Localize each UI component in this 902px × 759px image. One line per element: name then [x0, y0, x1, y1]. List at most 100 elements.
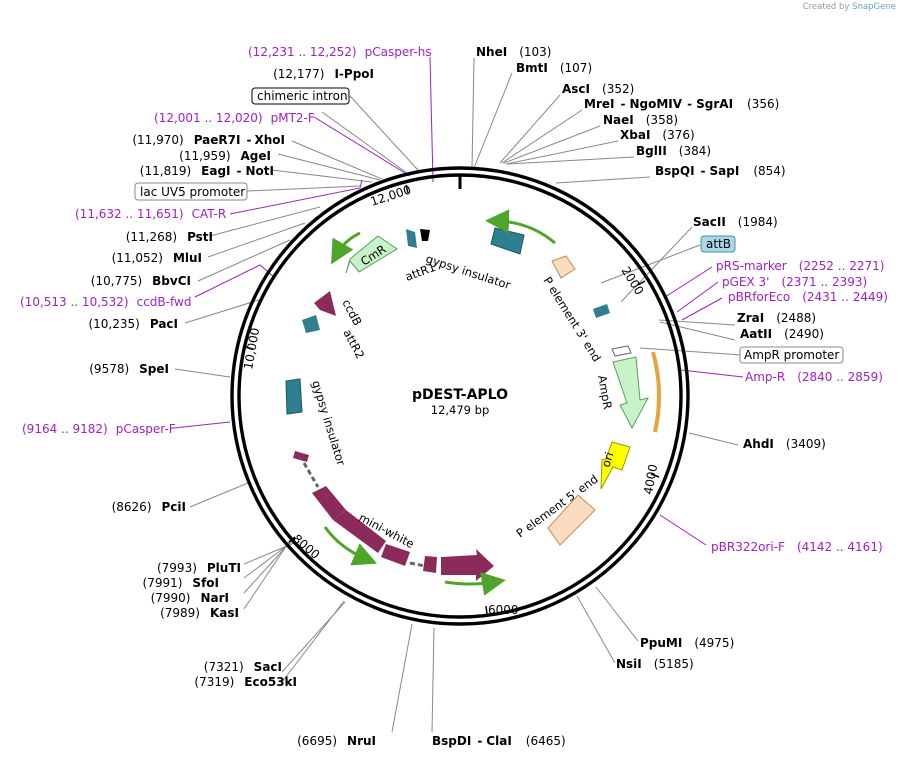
svg-text:(12,231 .. 12,252)pCasper-hs: (12,231 .. 12,252)pCasper-hs: [248, 45, 432, 59]
site-paci-pos: (10,235): [88, 317, 139, 331]
svg-text:AscI(352): AscI (352): [562, 82, 634, 96]
svg-text:AatII(2490): AatII(2490): [740, 327, 824, 341]
site-bbvci: BbvCI: [152, 274, 191, 288]
site-ahdi: AhdI: [743, 437, 774, 451]
site-bspqi: BspQI: [655, 164, 695, 178]
primer-amp-r-range: (2840 .. 2859): [797, 370, 883, 384]
site-ahdi-pos: (3409): [786, 437, 826, 451]
svg-text:(7991)SfoI: (7991) SfoI: [143, 576, 219, 590]
site-bglii-pos: (384): [679, 144, 711, 158]
ampr-arrow: [612, 356, 649, 430]
scale-ticks: [244, 184, 660, 615]
svg-text:PpuMI(4975): PpuMI(4975): [640, 636, 734, 650]
site-nhei: NheI: [476, 45, 507, 59]
boxed-labels: chimeric intron lac UV5 promoter attB Am…: [134, 87, 844, 364]
primer-pmt2-f-range: (12,001 .. 12,020): [154, 111, 263, 125]
tick-label-8000: 8000: [290, 532, 322, 562]
site-paci: PacI: [150, 317, 178, 331]
site-saci: SacI: [254, 660, 282, 674]
attb-box: [700, 235, 736, 253]
site-agei: AgeI: [241, 149, 271, 163]
site-saci-pos: (7321): [204, 660, 244, 674]
svg-text:(12,001 .. 12,020)pMT2-F: (12,001 .. 12,020) pMT2-F: [154, 111, 315, 125]
primer-ccdb-fwd-range: (10,513 .. 10,532): [20, 295, 129, 309]
primer-pmt2-f: pMT2-F: [271, 111, 315, 125]
svg-text:(11,959)AgeI: (11,959)AgeI: [179, 149, 271, 163]
snapgene-credit: Created by SnapGene: [803, 2, 896, 12]
svg-text:NheI(103): NheI(103): [476, 45, 551, 59]
primer-pcasper-hs-range: (12,231 .. 12,252): [248, 45, 357, 59]
svg-text:(7989)KasI: (7989)KasI: [160, 606, 239, 620]
site-xbai-pos: (376): [662, 128, 694, 142]
svg-text:(10,775)BbvCI: (10,775)BbvCI: [91, 274, 191, 288]
gypsy-insulator-top: [490, 227, 525, 255]
p-element-3-label: P element 3' end: [540, 274, 604, 364]
site-bglii: BglII: [636, 144, 667, 158]
svg-text:pBRforEco(2431 .. 2449): pBRforEco(2431 .. 2449): [728, 290, 888, 304]
site-bmti-pos: (107): [560, 61, 592, 75]
site-eagi-sep: -: [237, 164, 242, 178]
mini-white-exon-1: [293, 451, 309, 462]
site-bspdi-pos: (6465): [526, 734, 566, 748]
site-bspqi-pos: (854): [753, 164, 785, 178]
site-nari: NarI: [200, 591, 229, 605]
leader-lines: [174, 57, 743, 733]
site-sfoi: SfoI: [192, 576, 219, 590]
site-nrui: NruI: [347, 734, 376, 748]
site-ngomiv: NgoMIV: [629, 97, 682, 111]
mini-white-exon-4: [381, 544, 410, 566]
tick-label-6000: 6000: [488, 603, 519, 617]
orf-arrow-bottom: [444, 572, 506, 596]
svg-text:NsiI(5185): NsiI(5185): [616, 657, 694, 671]
mini-white-intron-1: [302, 462, 320, 488]
attb-label: attB: [706, 237, 731, 251]
site-kasi: KasI: [210, 606, 239, 620]
snapgene-logo: SnapGene: [852, 2, 896, 12]
svg-text:Amp-R(2840 .. 2859): Amp-R (2840 .. 2859): [745, 370, 883, 384]
gypsy-insulator-top-label: gypsy insulator: [424, 252, 512, 293]
site-sacii-pos: (1984): [738, 215, 778, 229]
site-asci-pos: (352): [602, 82, 634, 96]
site-ppumi: PpuMI: [640, 636, 682, 650]
site-labels-left: (6695)NruI (7321)SacI (7319)Eco53kI (799…: [88, 67, 376, 748]
svg-text:(10,235)PacI: (10,235) PacI: [88, 317, 178, 331]
mini-white-arrow: [441, 549, 494, 581]
site-bspqi-sep: -: [701, 164, 706, 178]
site-pluti-pos: (7993): [157, 561, 197, 575]
primer-pbrforeco-range: (2431 .. 2449): [802, 290, 888, 304]
tick-label-10000: 10,000: [241, 327, 262, 371]
site-naei-pos: (358): [646, 113, 678, 127]
attr1-mark: [420, 229, 430, 241]
svg-text:(7993)PluTI: (7993) PluTI: [157, 561, 241, 575]
svg-text:pBR322ori-F(4142 .. 4161): pBR322ori-F(4142 .. 4161): [711, 540, 883, 554]
site-zrai-pos: (2488): [776, 311, 816, 325]
site-aatii: AatII: [740, 327, 772, 341]
ampr-orf-arrow: [651, 351, 662, 433]
svg-text:BspQI-SapI(854): BspQI-SapI(854): [655, 164, 786, 178]
mini-white-intron-2: [409, 561, 426, 568]
primer-amp-r: Amp-R: [745, 370, 785, 384]
primer-prs-marker: pRS-marker: [716, 259, 787, 273]
p-element-3-box: [551, 255, 576, 279]
site-paer7i-pos: (11,970): [132, 133, 183, 147]
primer-pcasper-f: pCasper-F: [116, 422, 176, 436]
ampr-promoter-box: [739, 346, 844, 364]
site-sfoi-pos: (7991): [143, 576, 183, 590]
site-spei-pos: (9578): [89, 362, 129, 376]
ccdb-arrow: [314, 291, 336, 316]
site-xbai: XbaI: [620, 128, 650, 142]
site-xhoi: XhoI: [254, 133, 285, 147]
site-spei: SpeI: [139, 362, 169, 376]
site-asci: AscI: [562, 82, 590, 96]
p-element-5-box: [547, 494, 596, 546]
orf-arrow-left: [323, 526, 378, 566]
svg-text:(11,632 .. 11,651)CAT-R: (11,632 .. 11,651)CAT-R: [75, 207, 226, 221]
primer-cat-r-range: (11,632 .. 11,651): [75, 207, 184, 221]
chimeric-intron-box: [251, 87, 350, 105]
site-pluti: PluTI: [207, 561, 241, 575]
site-mlui: MluI: [173, 251, 202, 265]
site-sgrai: SgrAI: [696, 97, 733, 111]
site-mrei-sep2: -: [687, 97, 692, 111]
svg-text:pRS-marker(2252 .. 2271): pRS-marker(2252 .. 2271): [716, 259, 884, 273]
chimeric-intron-label: chimeric intron: [257, 89, 348, 103]
